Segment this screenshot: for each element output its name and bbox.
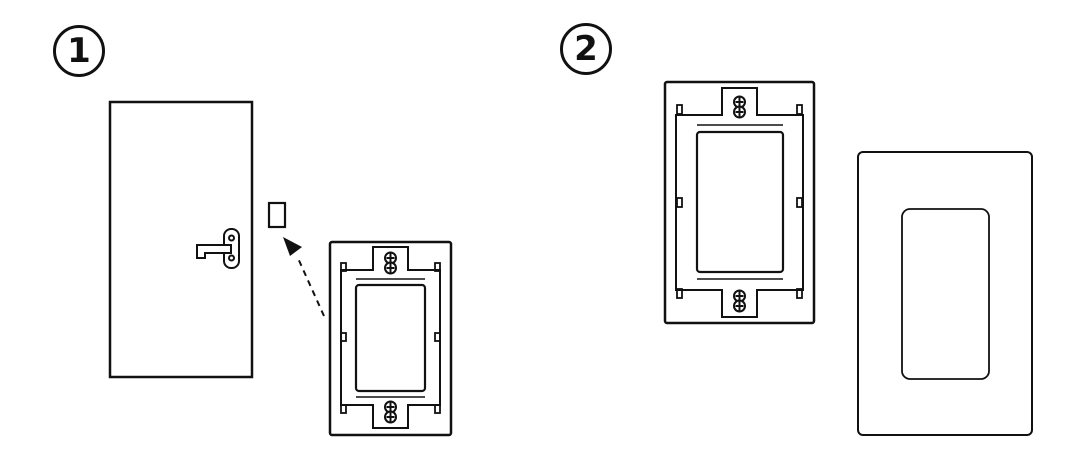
step-2-badge: 2	[560, 23, 612, 75]
wall-plate-cover	[857, 151, 1033, 436]
door-handle	[196, 228, 240, 269]
placement-marker	[267, 201, 287, 229]
switch-bracket-step1	[328, 240, 453, 437]
direction-arrow	[283, 237, 325, 317]
switch-bracket-step2	[663, 80, 816, 325]
step-1-badge: 1	[53, 25, 105, 77]
